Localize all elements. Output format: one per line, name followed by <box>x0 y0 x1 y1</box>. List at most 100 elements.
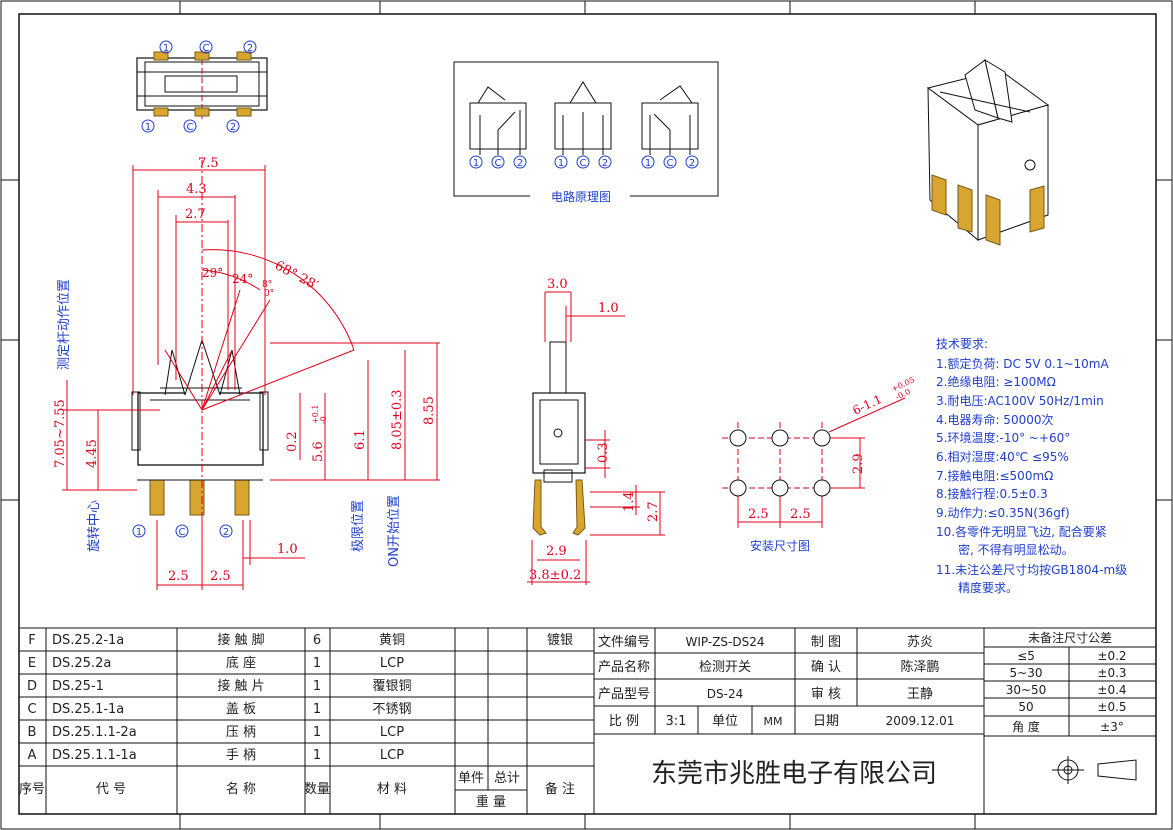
scale-label: 比 例 <box>609 714 639 729</box>
unit-label: 单位 <box>712 714 738 729</box>
circuit-caption: 电路原理图 <box>551 189 611 204</box>
bom-header-mat: 材 料 <box>377 782 407 797</box>
front-view-dimensions: 7.5 4.3 2.7 29° 24° 8° 0° 68° 28′ 0.2 5.… <box>53 156 440 590</box>
circuit-pin-labels: 1 C 2 1 C 2 1 C 2 <box>469 155 699 169</box>
bom-row-c-qty: 1 <box>313 702 321 717</box>
bom-row-d-qty: 1 <box>313 679 321 694</box>
bom-row-c-idx: C <box>27 702 36 717</box>
product-name-label: 产品名称 <box>598 659 650 675</box>
review-label: 审 核 <box>811 687 841 702</box>
label-on-start: ON开始位置 <box>387 495 402 567</box>
mounting-dims: 6-1.1 +0.05 -0.0 2.9 2.5 2.5 安装尺寸图 <box>748 375 916 553</box>
tol-value-4: ±0.5 <box>1097 700 1126 714</box>
dim-5-6-tol-up: +0.1 <box>311 405 320 424</box>
c3-pin-2: 2 <box>689 158 695 169</box>
dim-2-7: 2.7 <box>185 207 206 222</box>
reviewed-by: 王静 <box>907 687 933 702</box>
technical-requirements: 技术要求: 1.额定负荷: DC 5V 0.1~10mA 2.绝缘电阻: ≥10… <box>936 337 1127 595</box>
dim-8-55: 8.55 <box>422 396 437 425</box>
dim-pitch-2-5b: 2.5 <box>210 569 231 584</box>
spec-10-cont: 密, 不得有明显松动。 <box>958 542 1074 557</box>
bom-row-e-qty: 1 <box>313 656 321 671</box>
angle-29: 29° <box>202 266 223 280</box>
tol-value-1: ±0.2 <box>1097 649 1126 663</box>
side-view-dimensions: 3.0 1.0 0.3 1.4 2.7 2.9 3.8±0.2 <box>527 277 665 585</box>
title-block <box>593 627 985 815</box>
side-dim-2-7: 2.7 <box>646 501 661 522</box>
side-dim-1-4: 1.4 <box>622 491 637 512</box>
bom-row-a-code: DS.25.1.1-1a <box>52 748 137 763</box>
front-view <box>131 338 269 516</box>
bom-row-b-mat: LCP <box>380 725 404 740</box>
spec-9: 9.动作力:≤0.35N(36gf) <box>936 506 1070 520</box>
c2-pin-c: C <box>580 158 587 169</box>
bom-row-a-mat: LCP <box>380 748 404 763</box>
bom-row-b-qty: 1 <box>313 725 321 740</box>
dim-7-5: 7.5 <box>198 156 219 171</box>
bom-header-name: 名 称 <box>226 781 256 797</box>
side-view <box>532 341 586 536</box>
label-lever-pos: 测定杆动作位置 <box>57 279 72 370</box>
bom-row-c-code: DS.25.1-1a <box>52 702 124 717</box>
spec-5: 5.环境温度:-10° ~+60° <box>936 430 1070 445</box>
bom-header-unit: 单件 <box>458 771 484 786</box>
model-label: 产品型号 <box>598 687 650 702</box>
bom-row-a-name: 手 柄 <box>226 748 256 763</box>
spec-10: 10.各零件无明显飞边, 配合要紧 <box>936 524 1107 539</box>
circuit-1 <box>469 86 527 155</box>
bom-header-code: 代 号 <box>96 782 126 797</box>
bom-row-f-name: 接 触 脚 <box>217 632 264 648</box>
label-rot-center: 旋转中心 <box>87 500 102 552</box>
bom-row-d-name: 接 触 片 <box>217 678 264 694</box>
mounting-holes <box>722 397 906 528</box>
bom-row-b-idx: B <box>28 725 37 740</box>
circuit-3 <box>641 85 699 155</box>
tol-range-4: 50 <box>1018 700 1033 714</box>
bom-row-f-idx: F <box>28 633 35 648</box>
tol-range-2: 5~30 <box>1010 666 1043 680</box>
file-no-label: 文件编号 <box>598 635 650 650</box>
dim-8-05: 8.05±0.3 <box>390 389 405 450</box>
label-limit-pos: 极限位置 <box>351 500 366 552</box>
c2-pin-2: 2 <box>602 158 608 169</box>
bom-row-f-note: 镀银 <box>547 632 573 648</box>
c2-pin-1: 1 <box>558 158 564 169</box>
bom-row-e-idx: E <box>28 656 36 671</box>
company-name: 东莞市兆胜电子有限公司 <box>651 759 937 789</box>
c1-pin-c: C <box>495 158 502 169</box>
front-pin-1: 1 <box>136 527 142 538</box>
bom-row-b-name: 压 柄 <box>226 725 256 740</box>
spec-11-cont: 精度要求。 <box>958 580 1018 595</box>
specs-title: 技术要求: <box>936 337 988 351</box>
bom-header-qty: 数量 <box>304 782 330 797</box>
angle-8: 8° <box>262 280 272 290</box>
front-pin-2: 2 <box>223 527 229 538</box>
bom-row-f-mat: 黄铜 <box>379 633 405 648</box>
dim-7-05: 7.05~7.55 <box>53 399 68 468</box>
bom-header-note: 备 注 <box>545 781 575 797</box>
mount-dim-2-5b: 2.5 <box>790 507 811 522</box>
bottom-pin-c: C <box>187 122 194 133</box>
spec-3: 3.耐电压:AC100V 50Hz/1min <box>936 394 1104 408</box>
bom-rows: F DS.25.2-1a 接 触 脚 6 黄铜 镀银 E DS.25.2a 底 … <box>19 632 575 810</box>
spec-2: 2.绝缘电阻: ≥100MΩ <box>936 374 1056 389</box>
dim-5-6-tol-dn: -0 <box>319 416 328 424</box>
unit: MM <box>764 715 783 728</box>
top-pin-2: 2 <box>247 43 253 54</box>
bom-row-d-code: DS.25-1 <box>52 679 104 694</box>
spec-4: 4.电器寿命: 50000次 <box>936 412 1053 427</box>
dim-0-2: 0.2 <box>285 431 300 452</box>
side-dim-3-0: 3.0 <box>547 277 568 292</box>
c3-pin-c: C <box>667 158 674 169</box>
bom-header-weight: 重 量 <box>476 794 506 810</box>
dim-6-1: 6.1 <box>353 429 368 450</box>
tol-range-1: ≤5 <box>1017 649 1035 663</box>
scale: 3:1 <box>666 714 687 729</box>
bom-row-e-name: 底 座 <box>226 655 256 671</box>
bom-header-idx: 序号 <box>19 782 45 797</box>
bom-row-f-qty: 6 <box>313 633 321 648</box>
bom-row-e-mat: LCP <box>380 656 404 671</box>
bom-row-e-code: DS.25.2a <box>52 656 111 671</box>
dim-pitch-2-5a: 2.5 <box>168 569 189 584</box>
